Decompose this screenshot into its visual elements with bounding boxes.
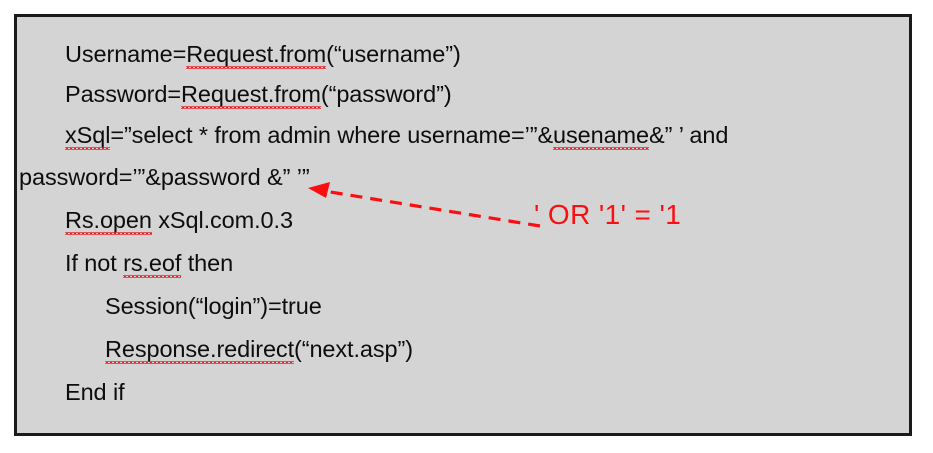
code-line-9-text: End if bbox=[65, 379, 125, 405]
spellcheck-underline: Rs.open bbox=[65, 207, 152, 235]
spellcheck-underline: usename bbox=[553, 122, 649, 150]
code-line-1: Username=Request.from(“username”) bbox=[65, 41, 461, 69]
spellcheck-underline: xSql bbox=[65, 122, 111, 150]
code-line-8-text: Response.redirect(“next.asp”) bbox=[105, 336, 413, 364]
code-line-1-text: Username=Request.from(“username”) bbox=[65, 41, 461, 69]
spellcheck-underline: Response.redirect bbox=[105, 336, 295, 364]
code-block: Username=Request.from(“username”) Passwo… bbox=[17, 17, 909, 433]
code-line-5: Rs.open xSql.com.0.3 bbox=[65, 207, 293, 235]
code-line-9: End if bbox=[65, 379, 125, 405]
code-line-8: Response.redirect(“next.asp”) bbox=[105, 336, 413, 364]
code-line-7-text: Session(“login”)=true bbox=[105, 293, 322, 319]
code-line-6-text: If not rs.eof then bbox=[65, 250, 234, 278]
code-line-6: If not rs.eof then bbox=[65, 250, 234, 278]
spellcheck-underline: Request.from bbox=[186, 41, 327, 69]
code-line-2: Password=Request.from(“password”) bbox=[65, 81, 452, 109]
spellcheck-underline: rs.eof bbox=[123, 250, 182, 278]
code-line-2-text: Password=Request.from(“password”) bbox=[65, 81, 452, 109]
code-line-4-text: password=’”&password &” ’” bbox=[19, 164, 310, 190]
spellcheck-underline: Request.from bbox=[181, 81, 321, 109]
code-line-3: xSql=”select * from admin where username… bbox=[65, 122, 729, 150]
sql-injection-annotation-label: ' OR '1' = '1 bbox=[534, 199, 682, 230]
code-line-5-text: Rs.open xSql.com.0.3 bbox=[65, 207, 293, 235]
code-line-7: Session(“login”)=true bbox=[105, 293, 322, 319]
code-panel: Username=Request.from(“username”) Passwo… bbox=[14, 14, 912, 436]
code-line-3-text: xSql=”select * from admin where username… bbox=[65, 122, 729, 150]
code-line-4: password=’”&password &” ’” bbox=[19, 164, 310, 190]
